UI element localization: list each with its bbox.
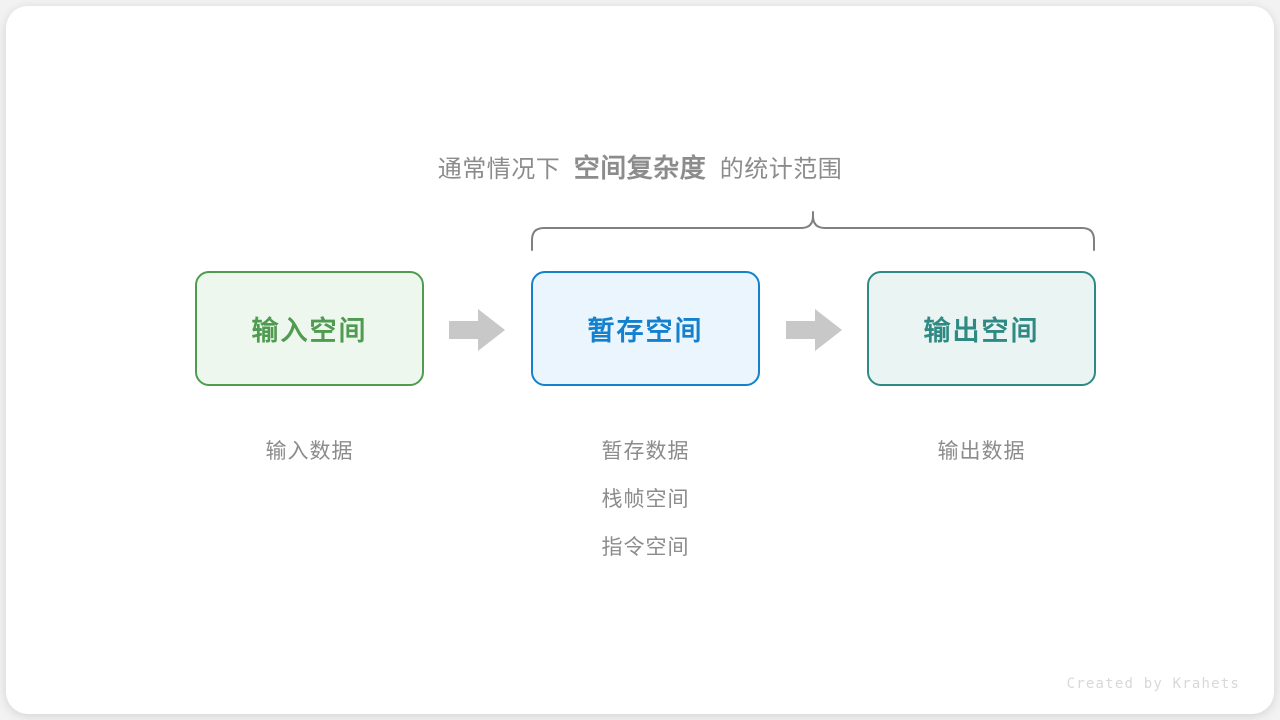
diagram-heading: 通常情况下 空间复杂度 的统计范围 bbox=[6, 155, 1274, 182]
heading-emphasis: 空间复杂度 bbox=[573, 153, 707, 183]
caption-line: 指令空间 bbox=[601, 536, 690, 559]
box-output-space: 输出空间 bbox=[867, 271, 1096, 386]
box-input-space-label: 输入空间 bbox=[251, 316, 368, 346]
heading-suffix: 的统计范围 bbox=[719, 156, 843, 183]
scope-brace-icon bbox=[531, 211, 1095, 251]
caption-column-buffer: 暂存数据 栈帧空间 指令空间 bbox=[531, 428, 760, 572]
box-buffer-space-label: 暂存空间 bbox=[587, 316, 704, 346]
diagram-stage: 通常情况下 空间复杂度 的统计范围 输入空间 暂存空间 输出空间 输入数据 bbox=[6, 6, 1274, 714]
caption-column-output: 输出数据 bbox=[867, 428, 1096, 476]
box-output-space-label: 输出空间 bbox=[923, 316, 1040, 346]
watermark-credit: Created by Krahets bbox=[1066, 676, 1240, 692]
caption-line: 输出数据 bbox=[937, 440, 1026, 463]
diagram-card: 通常情况下 空间复杂度 的统计范围 输入空间 暂存空间 输出空间 输入数据 bbox=[6, 6, 1274, 714]
box-input-space: 输入空间 bbox=[195, 271, 424, 386]
caption-column-input: 输入数据 bbox=[195, 428, 424, 476]
arrow-right-icon bbox=[449, 309, 505, 351]
caption-line: 暂存数据 bbox=[601, 440, 690, 463]
heading-prefix: 通常情况下 bbox=[437, 156, 561, 183]
box-buffer-space: 暂存空间 bbox=[531, 271, 760, 386]
caption-line: 输入数据 bbox=[265, 440, 354, 463]
caption-line: 栈帧空间 bbox=[601, 488, 690, 511]
arrow-right-icon bbox=[786, 309, 842, 351]
